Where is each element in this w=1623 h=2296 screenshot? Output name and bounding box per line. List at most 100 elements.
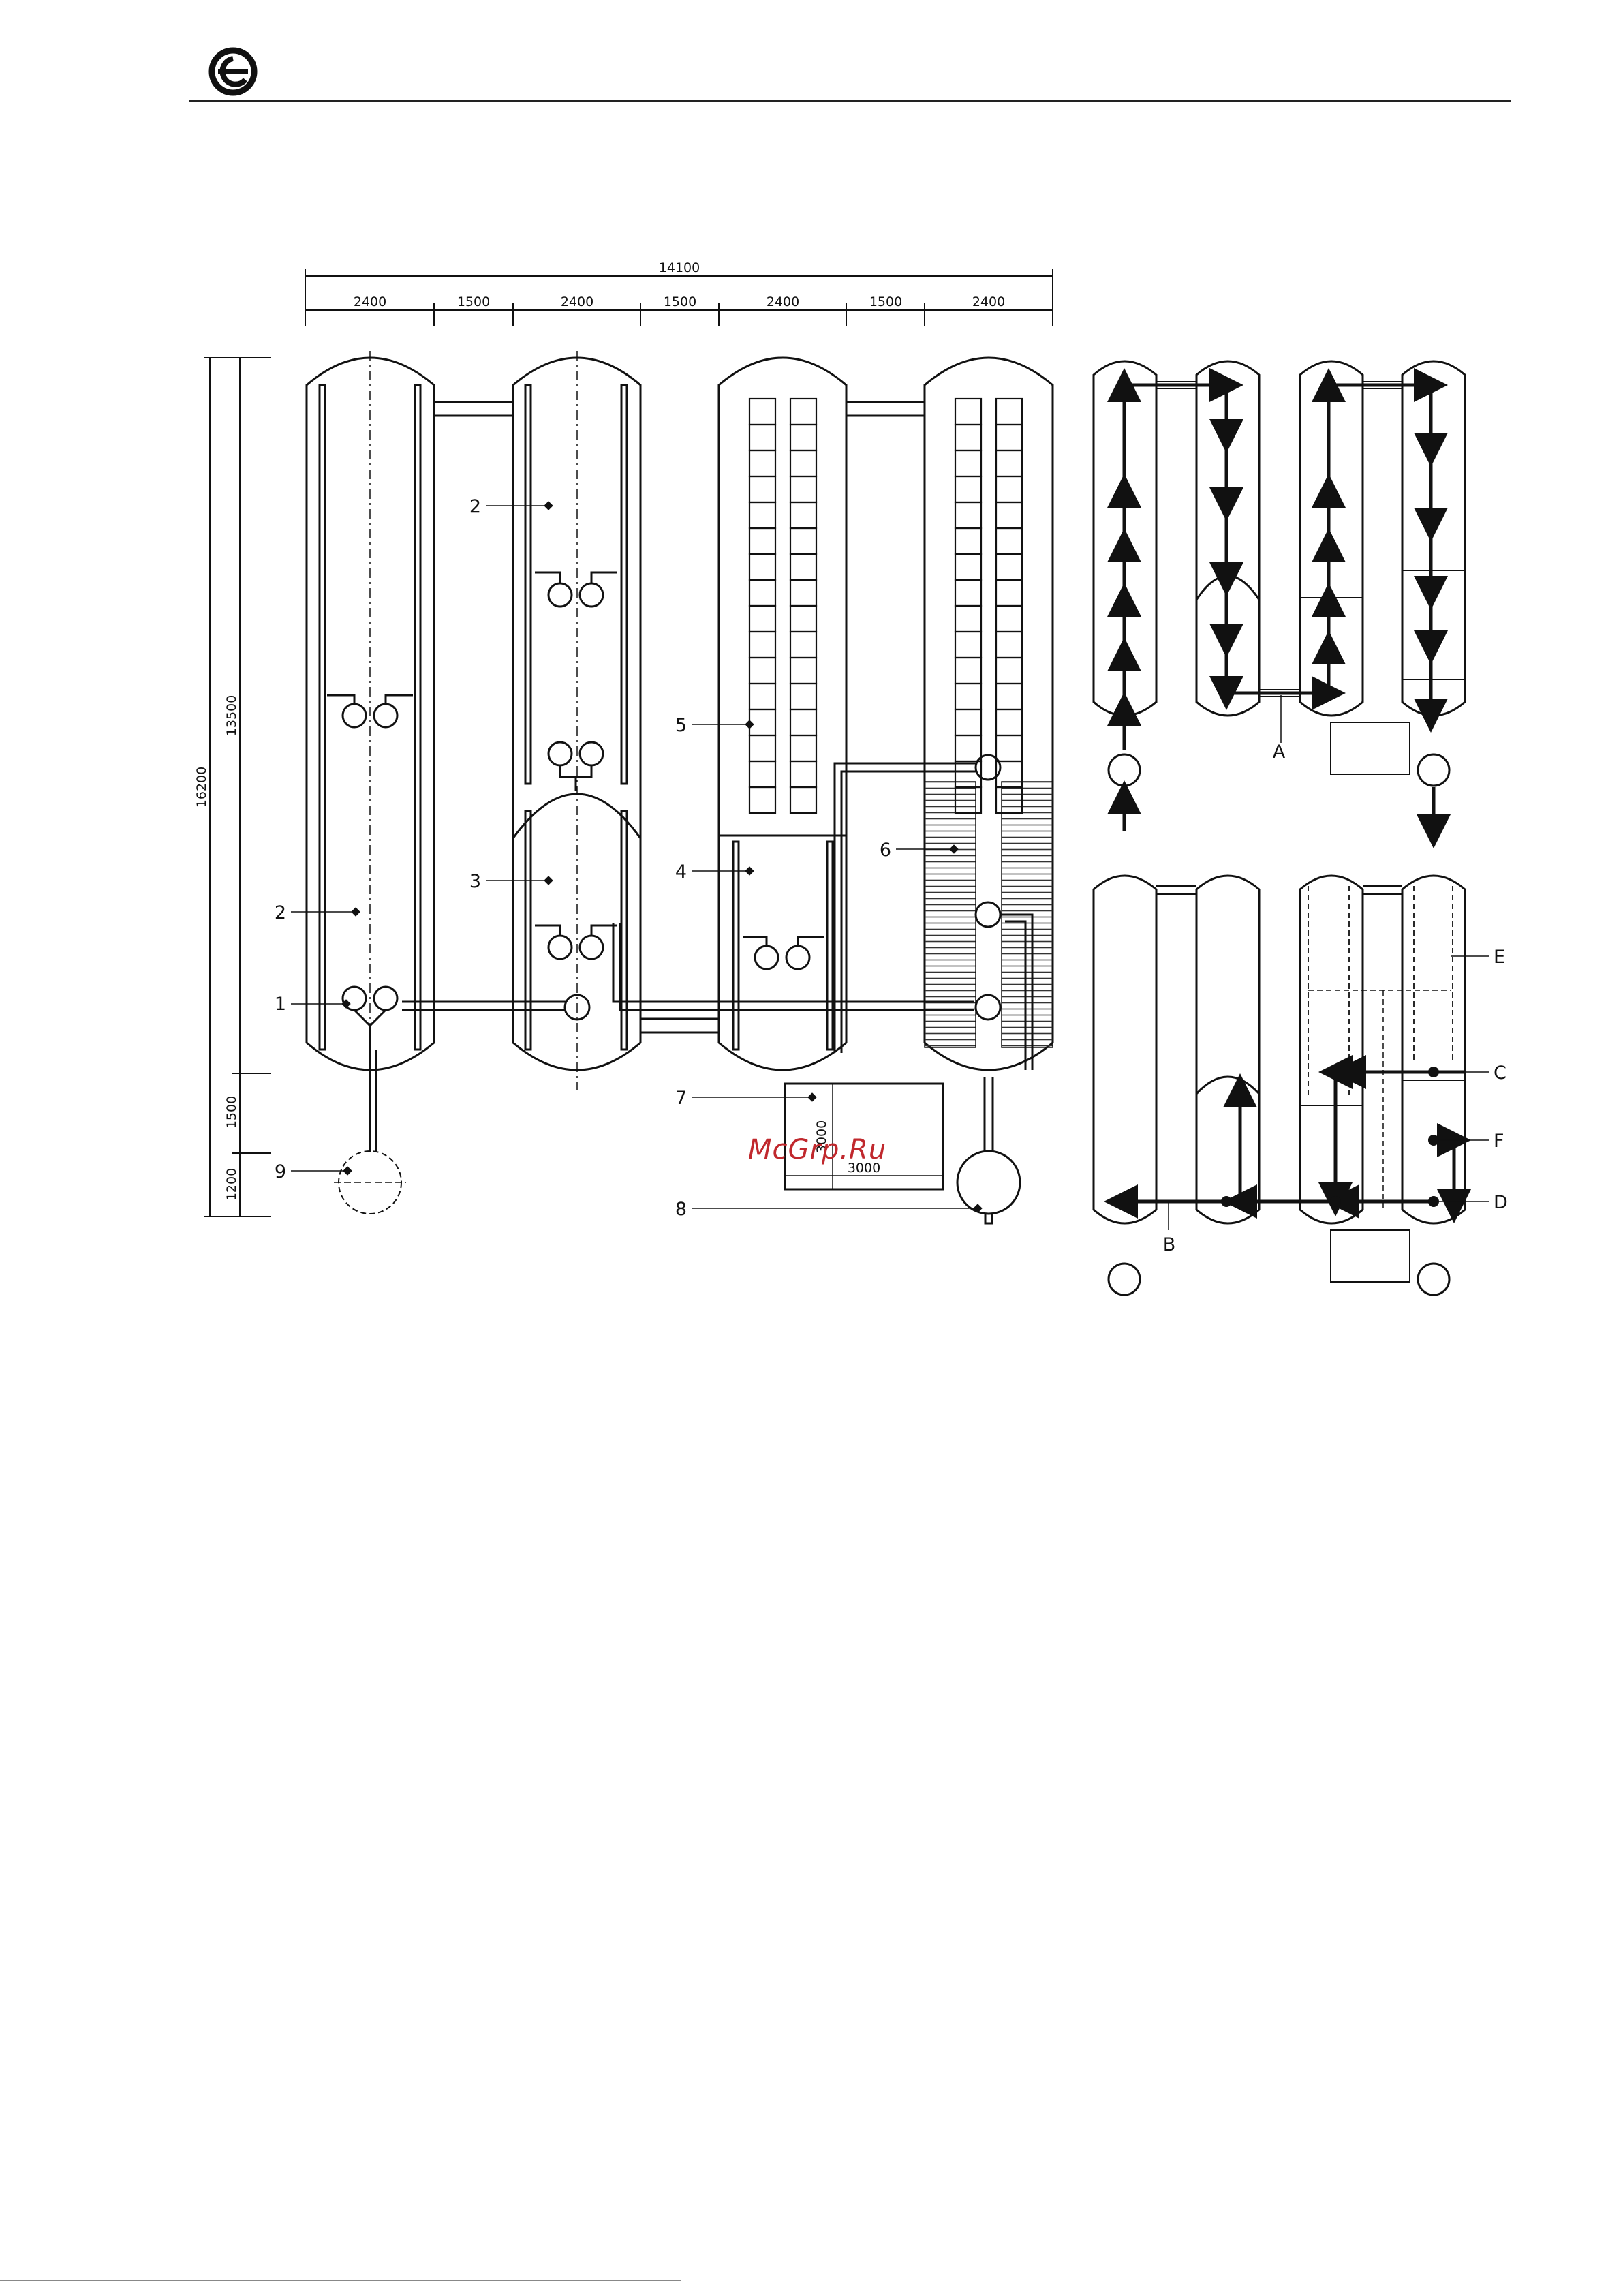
callout-leaders [291, 502, 982, 1212]
flow-label-d: D [1494, 1192, 1508, 1213]
watermark-text: McGrp.Ru [748, 1134, 886, 1165]
callout-9: 9 [275, 1161, 286, 1182]
flow-dashed-arrows [1308, 886, 1453, 1097]
callout-5: 5 [675, 715, 687, 736]
membrane-cell [749, 476, 775, 502]
membrane-cell [749, 684, 775, 709]
membrane-cell [955, 735, 981, 761]
membrane-cell [749, 450, 775, 476]
membrane-cell [749, 580, 775, 606]
membrane-cell [996, 632, 1022, 658]
membrane-cell [955, 502, 981, 528]
membrane-cell [749, 502, 775, 528]
membrane-cell [955, 425, 981, 450]
flow-diagram-top [1094, 361, 1465, 786]
callout-2-left: 2 [275, 902, 286, 923]
membrane-cell [749, 528, 775, 554]
callout-8: 8 [675, 1199, 687, 1220]
pump-symbol [343, 704, 366, 727]
membrane-cell [749, 761, 775, 787]
dim-total-height: 16200 [194, 767, 209, 808]
membrane-cell [790, 606, 816, 632]
membrane-cell [790, 528, 816, 554]
flow-arrows-top [1124, 385, 1434, 831]
membrane-cell [790, 425, 816, 450]
membrane-cell [749, 425, 775, 450]
membrane-cell [996, 450, 1022, 476]
plan-tanks [307, 351, 1053, 1124]
membrane-cell [996, 399, 1022, 425]
flow-leaders [1169, 956, 1489, 1230]
membrane-cell [749, 554, 775, 580]
membrane-cell [996, 425, 1022, 450]
callout-6: 6 [880, 840, 891, 861]
membrane-cell [955, 528, 981, 554]
dim-seg-7: 2400 [972, 294, 1005, 309]
membrane-cell [996, 580, 1022, 606]
flow-arrows-bottom [1121, 1072, 1465, 1206]
membrane-cell [996, 735, 1022, 761]
flow-diagram-bottom [1094, 876, 1465, 1295]
flow-label-a: A [1273, 741, 1286, 763]
membrane-cell [790, 761, 816, 787]
flow-label-f: F [1494, 1131, 1504, 1152]
dim-seg-2: 1500 [457, 294, 490, 309]
membrane-cell [749, 606, 775, 632]
dim-seg-5: 2400 [767, 294, 799, 309]
membrane-cell [790, 735, 816, 761]
membrane-cell [955, 580, 981, 606]
dim-mid-height: 1500 [224, 1096, 239, 1129]
membrane-cell [955, 684, 981, 709]
membrane-cell [749, 399, 775, 425]
membrane-cell [955, 606, 981, 632]
membrane-cell [996, 476, 1022, 502]
dim-total-width: 14100 [659, 260, 700, 275]
membrane-cell [790, 399, 816, 425]
dim-seg-6: 1500 [869, 294, 902, 309]
membrane-cell [955, 476, 981, 502]
callout-2-mid: 2 [469, 496, 481, 517]
dim-seg-4: 1500 [664, 294, 696, 309]
membrane-cell [749, 787, 775, 813]
membrane-cell [996, 684, 1022, 709]
dim-seg-3: 2400 [561, 294, 593, 309]
membrane-cell [996, 554, 1022, 580]
membrane-cell [790, 709, 816, 735]
membrane-cell [996, 606, 1022, 632]
membrane-cell [749, 658, 775, 684]
membrane-cell [955, 399, 981, 425]
dim-bottom-height: 1200 [224, 1168, 239, 1201]
membrane-cell [996, 709, 1022, 735]
membrane-cell [790, 787, 816, 813]
membrane-cell [790, 632, 816, 658]
tank-8 [957, 1151, 1020, 1214]
membrane-cell [749, 709, 775, 735]
membrane-cell [955, 450, 981, 476]
membrane-cell [790, 476, 816, 502]
membrane-cell [955, 658, 981, 684]
membrane-modules [749, 399, 1022, 813]
membrane-cell [996, 502, 1022, 528]
membrane-cell [955, 554, 981, 580]
flow-label-e: E [1494, 947, 1505, 968]
membrane-cell [790, 684, 816, 709]
flow-label-c: C [1494, 1062, 1506, 1084]
dim-basin-height: 13500 [224, 695, 239, 736]
membrane-cell [996, 528, 1022, 554]
membrane-cell [996, 658, 1022, 684]
membrane-cell [955, 709, 981, 735]
membrane-cell [790, 580, 816, 606]
membrane-cell [749, 735, 775, 761]
membrane-cell [790, 658, 816, 684]
flow-label-b: B [1163, 1234, 1176, 1255]
membrane-cell [790, 450, 816, 476]
callout-3: 3 [469, 871, 481, 892]
membrane-cell [749, 632, 775, 658]
membrane-cell [955, 632, 981, 658]
footer-rule [0, 2280, 681, 2281]
dim-seg-1: 2400 [354, 294, 386, 309]
callout-7: 7 [675, 1088, 687, 1109]
callout-4: 4 [675, 861, 687, 883]
callout-1: 1 [275, 994, 286, 1015]
